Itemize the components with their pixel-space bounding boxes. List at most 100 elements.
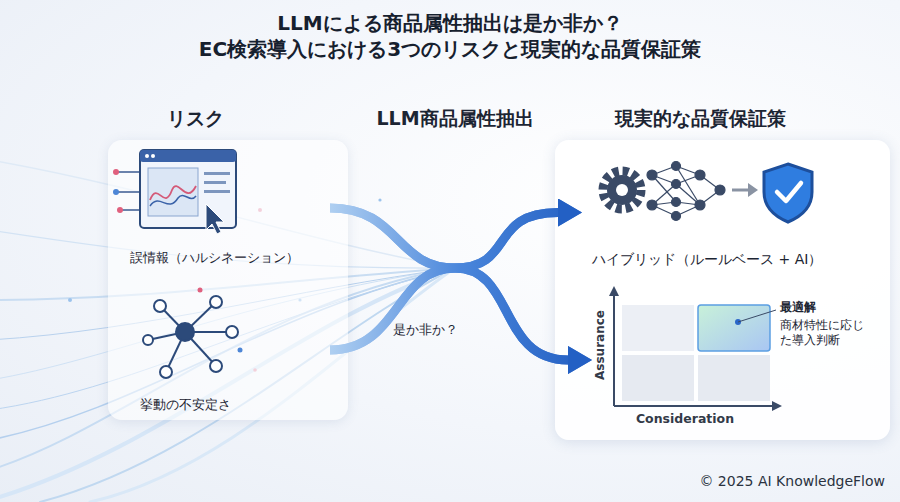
gear-hole — [616, 184, 628, 196]
neural-net-icon — [647, 162, 725, 221]
sparkle-dot — [68, 298, 72, 302]
network-icon — [143, 288, 243, 379]
window-bar — [140, 150, 236, 162]
flow-arrow — [330, 268, 568, 360]
risk-item: 挙動の不安定さ — [120, 285, 330, 415]
measure-label: ハイブリッド（ルールベース + AI） — [592, 250, 872, 268]
net-link — [652, 202, 676, 205]
spoke — [166, 332, 185, 372]
best-quadrant — [698, 305, 770, 351]
hub-node — [176, 323, 194, 341]
diagram-title: LLMによる商品属性抽出は是か非か？ EC検索導入における3つのリスクと現実的な… — [100, 10, 800, 62]
cursor-arrow — [206, 204, 224, 234]
sparkle-dot — [378, 198, 381, 201]
wire — [122, 209, 140, 211]
hybrid-item: ハイブリッド（ルールベース + AI） — [580, 155, 870, 270]
spoke — [148, 332, 185, 340]
sparkle-dot — [518, 328, 521, 331]
wire — [118, 171, 140, 173]
quadrant-chart — [609, 286, 782, 411]
net-link — [676, 205, 700, 216]
net-link — [676, 202, 700, 205]
net-link — [676, 184, 700, 205]
neuron — [672, 180, 681, 189]
net-node — [154, 300, 166, 312]
spoke — [185, 332, 216, 366]
net-node — [143, 335, 153, 345]
axis-label: Assurance — [593, 300, 609, 390]
copyright-note: © 2025 AI KnowledgeFlow — [590, 472, 885, 490]
risk-item: 誤情報（ハルシネーション） — [120, 148, 330, 268]
column-heading: 現実的な品質保証策 — [533, 106, 868, 131]
net-node — [210, 296, 222, 308]
flow-arrow — [330, 208, 568, 360]
quadrant-item: AssuranceConsideration — [590, 290, 875, 430]
quadrant-cell — [698, 355, 770, 401]
spark — [198, 288, 203, 293]
spark — [238, 348, 243, 353]
wire-dot — [117, 207, 123, 213]
neuron — [695, 200, 705, 210]
shield-body — [764, 164, 812, 222]
risk-panel: リスク誤情報（ハルシネーション）挙動の不安定さ — [108, 140, 348, 420]
net-link — [652, 166, 676, 175]
text-line — [204, 181, 226, 184]
window-dot — [151, 154, 155, 158]
neuron — [647, 200, 657, 210]
net-link — [700, 175, 720, 190]
axis-head — [772, 401, 782, 411]
neuron — [672, 162, 681, 171]
spoke — [185, 302, 216, 332]
column-heading: リスク — [75, 106, 315, 131]
check-mark — [777, 183, 801, 201]
neuron — [672, 198, 681, 207]
spoke — [160, 306, 185, 332]
flow-arrow — [330, 208, 558, 268]
wire — [118, 191, 140, 193]
net-link — [700, 190, 720, 205]
flow-arrow — [330, 213, 558, 351]
question-label: 是か非か？ — [380, 322, 470, 339]
browser-icon — [113, 150, 236, 234]
net-node — [210, 360, 222, 372]
x-axis — [614, 405, 776, 407]
axis-label: Consideration — [615, 411, 755, 427]
squiggle — [150, 195, 196, 206]
gear-icon — [603, 171, 641, 209]
net-link — [676, 166, 700, 205]
neuron — [695, 170, 705, 180]
risk-label: 誤情報（ハルシネーション） — [130, 250, 330, 267]
small-arrow — [732, 183, 758, 197]
shield-icon — [764, 164, 812, 222]
gear-teeth — [603, 171, 641, 209]
quadrant-cell — [622, 355, 694, 401]
neuron — [647, 170, 657, 180]
wire-dot — [113, 169, 119, 175]
text-line — [204, 190, 230, 193]
net-link — [652, 175, 676, 202]
net-node — [160, 366, 172, 378]
y-axis — [613, 292, 615, 406]
net-link — [652, 184, 676, 205]
axis-head — [609, 286, 619, 296]
text-line — [204, 172, 230, 175]
net-node — [226, 326, 238, 338]
arrow-shaft — [732, 189, 750, 192]
neuron — [715, 185, 725, 195]
spoke — [185, 331, 232, 333]
window-dot — [145, 154, 149, 158]
callout-dot — [735, 319, 741, 325]
measures-panel: 現実的な品質保証策ハイブリッド（ルールベース + AI）AssuranceCon… — [555, 140, 890, 440]
net-link — [652, 205, 676, 216]
leader-line — [738, 310, 776, 322]
wire-dot — [113, 189, 119, 195]
quadrant-cell — [622, 305, 694, 351]
squiggle — [150, 186, 196, 200]
net-link — [652, 175, 676, 184]
column-heading: LLM商品属性抽出 — [345, 106, 565, 131]
neuron — [672, 212, 681, 221]
chart-area — [148, 168, 198, 216]
net-link — [676, 166, 700, 175]
